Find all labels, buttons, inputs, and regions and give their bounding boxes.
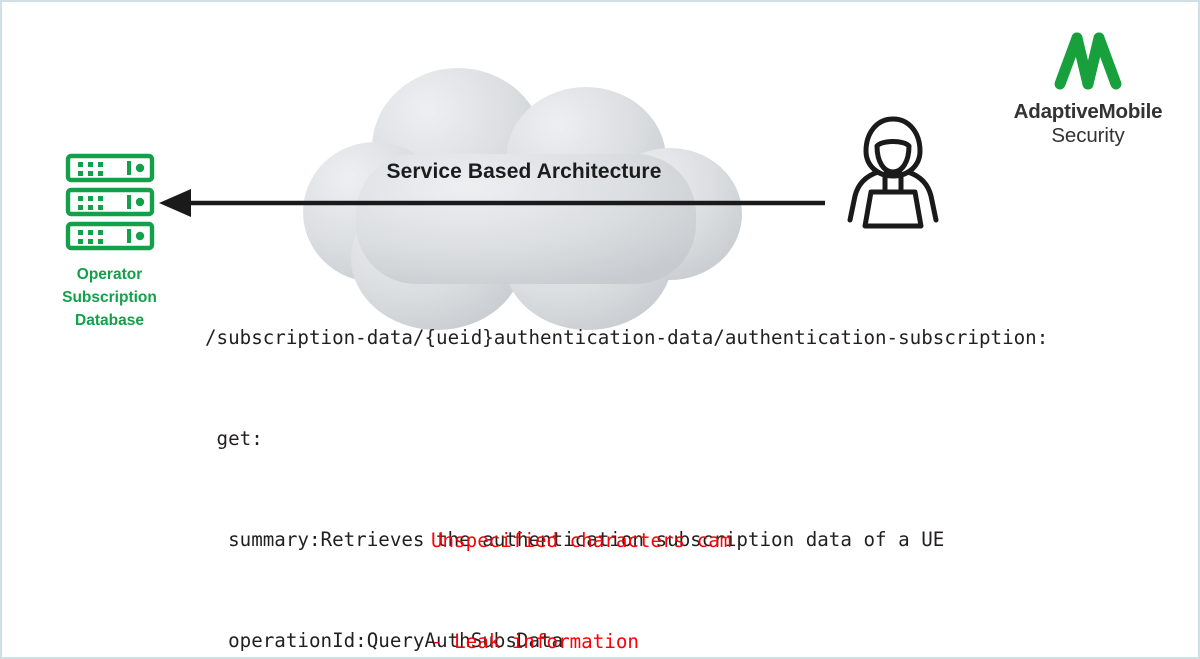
logo-company-subtitle: Security: [1051, 123, 1125, 147]
db-label-line-2: Subscription: [62, 288, 157, 306]
adaptivemobile-logo: AdaptiveMobile Security: [998, 26, 1178, 148]
openapi-spec-code-block: /subscription-data/{ueid}authentication-…: [205, 254, 1185, 657]
consequence-leak-information: - Leak information: [431, 629, 639, 653]
consequence-heading: Unspecified characters cam: [431, 529, 732, 553]
operator-subscription-database-label: Operator Subscription Database: [22, 264, 197, 333]
adaptivemobile-monogram-icon: [1054, 32, 1122, 90]
db-label-line-1: Operator: [76, 266, 143, 283]
db-label-line-3: Database: [75, 311, 144, 329]
operator-subscription-database-icon: [64, 152, 156, 252]
code-line-operation-id: operationId:QueryAuthSubsData: [205, 628, 564, 652]
code-line-path: /subscription-data/{ueid}authentication-…: [205, 326, 1049, 350]
cloud-title: Service Based Architecture: [386, 160, 662, 183]
hooded-hacker-with-laptop-icon: [832, 110, 954, 230]
code-line-summary: summary:Retrieves the authentication sub…: [205, 527, 945, 551]
attack-flow-arrow: [157, 188, 827, 218]
logo-company-name: AdaptiveMobile: [1013, 100, 1163, 123]
code-line-get: get:: [205, 426, 263, 450]
attack-consequences-list: Unspecified characters cam - Leak inform…: [431, 457, 997, 657]
